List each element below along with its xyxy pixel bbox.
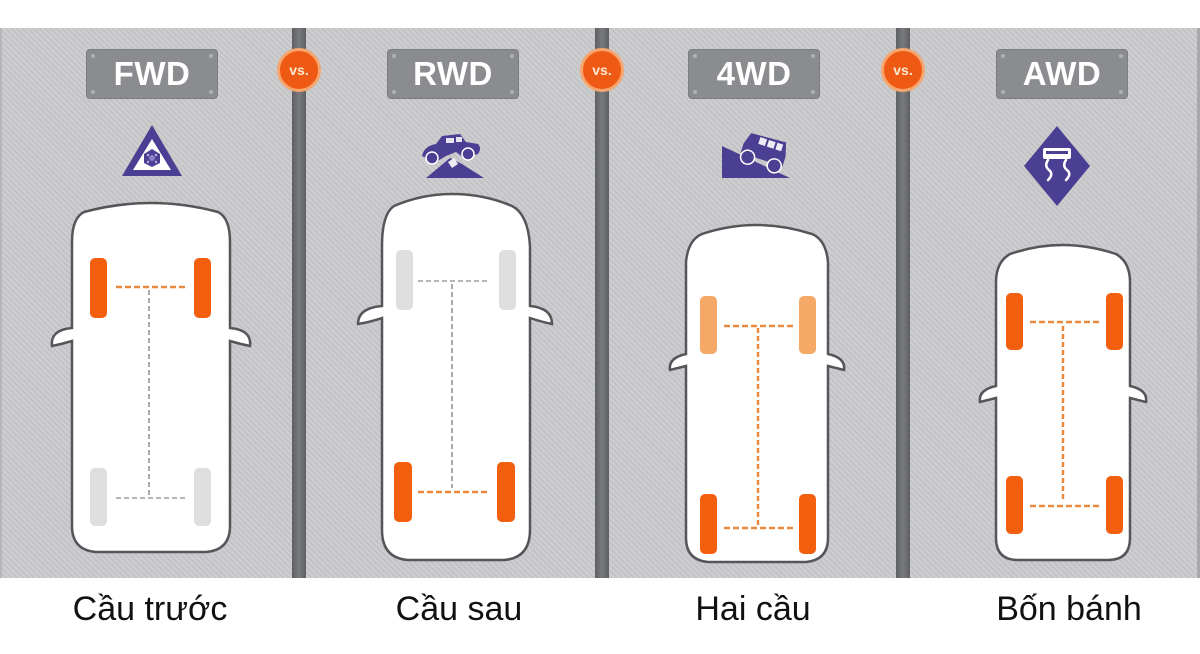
wheel-rear-left <box>394 462 412 522</box>
drivetrain-code: 4WD <box>716 55 792 92</box>
offroad-rock-crawl-icon <box>422 134 484 178</box>
panel-divider <box>595 28 609 578</box>
wheel-front-left <box>1006 293 1023 350</box>
caption-rwd: Cầu sau <box>395 590 523 628</box>
drivetrain-plate-rwd: RWD <box>387 49 519 99</box>
snow-warning-triangle-icon <box>122 125 182 176</box>
wheel-front-left <box>396 250 413 310</box>
slippery-road-sign-icon <box>1024 126 1090 206</box>
wheel-rear-left <box>1006 476 1023 534</box>
panel-divider <box>292 28 306 578</box>
wheel-rear-right <box>497 462 515 522</box>
panel-divider <box>896 28 910 578</box>
board-edge <box>1197 28 1200 578</box>
hill-climb-jeep-icon <box>722 133 790 178</box>
wheel-front-right <box>799 296 816 354</box>
car-diagram-rwd <box>356 192 554 562</box>
wheel-rear-left <box>700 494 717 554</box>
vs-badge: vs. <box>881 48 925 92</box>
caption-fwd: Cầu trước <box>72 590 228 628</box>
drivetrain-code: AWD <box>1022 55 1102 92</box>
drivetrain-plate-4wd: 4WD <box>688 49 820 99</box>
wheel-rear-left <box>90 468 107 526</box>
wheel-rear-right <box>1106 476 1123 534</box>
car-diagram-4wd <box>668 223 846 564</box>
vs-badge: vs. <box>580 48 624 92</box>
drivetrain-plate-awd: AWD <box>996 49 1128 99</box>
caption-4wd: Hai cầu <box>695 590 811 628</box>
car-diagram-fwd <box>50 201 252 554</box>
drivetrain-code: FWD <box>113 55 191 92</box>
caption-awd: Bốn bánh <box>996 590 1142 628</box>
wheel-front-right <box>1106 293 1123 350</box>
drivetrain-code: RWD <box>413 55 493 92</box>
drivetrain-comparison-board: vs. vs. vs. FWD RWD <box>0 28 1200 578</box>
wheel-front-left <box>90 258 107 318</box>
wheel-front-right <box>499 250 516 310</box>
vs-badge: vs. <box>277 48 321 92</box>
wheel-rear-right <box>194 468 211 526</box>
drivetrain-plate-fwd: FWD <box>86 49 218 99</box>
wheel-front-left <box>700 296 717 354</box>
wheel-rear-right <box>799 494 816 554</box>
wheel-front-right <box>194 258 211 318</box>
car-diagram-awd <box>978 243 1148 562</box>
